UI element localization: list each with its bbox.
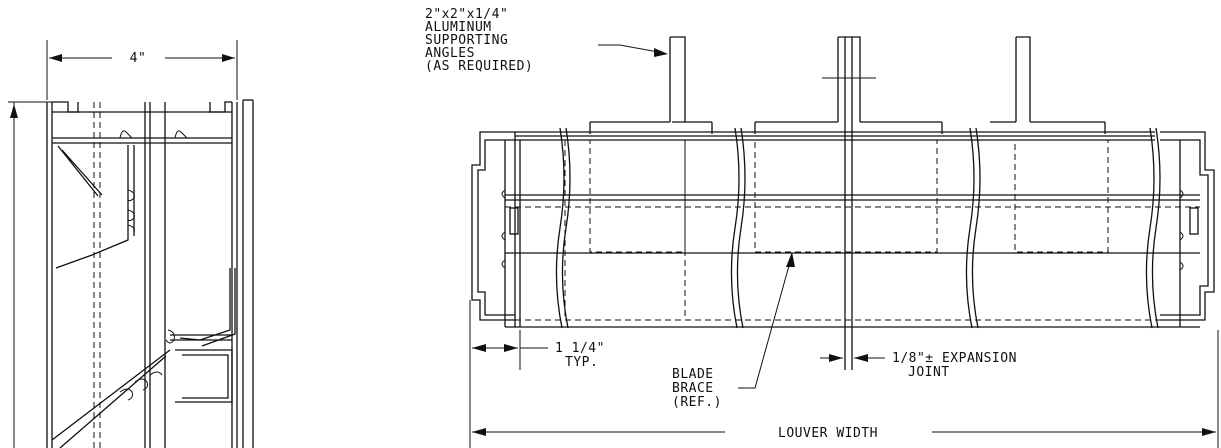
louver-width-dimension: LOUVER WIDTH [472,330,1219,448]
blade-brace-line-1: BLADE [672,367,714,382]
blade-brace-line-2: BRACE [672,381,714,396]
angle-note: 2"x2"x1/4" ALUMINUM SUPPORTING ANGLES (A… [425,7,668,74]
elevation-view: 2"x2"x1/4" ALUMINUM SUPPORTING ANGLES (A… [425,7,1219,448]
angle-note-line-4: ANGLES [425,46,475,61]
angle-note-line-2: ALUMINUM [425,20,492,35]
side-section-view: 4" [8,40,254,448]
expansion-note-line-2: JOINT [908,365,950,380]
left-jamb [471,131,521,327]
frame-dimension-typ: TYP. [565,355,598,370]
angle-note-line-5: (AS REQUIRED) [425,59,533,74]
angle-note-line-3: SUPPORTING [425,33,508,48]
frame-dimension: 1 1/4" TYP. [469,300,605,448]
brace-outlines [564,139,1109,320]
expansion-note-line-1: 1/8"± EXPANSION [892,351,1017,366]
break-lines [555,127,1161,329]
angle-note-line-1: 2"x2"x1/4" [425,7,508,22]
expansion-joint-dimension: 1/8"± EXPANSION JOINT [820,351,1017,380]
depth-dimension-label: 4" [130,51,147,66]
supporting-angles [589,36,1106,134]
louver-width-label: LOUVER WIDTH [778,426,878,441]
blade-brace-line-3: (REF.) [672,395,722,410]
blade-brace-note: BLADE BRACE (REF.) [672,252,795,410]
right-jamb [1160,131,1215,327]
frame-dimension-label: 1 1/4" [555,341,605,356]
depth-dimension: 4" [46,40,238,100]
